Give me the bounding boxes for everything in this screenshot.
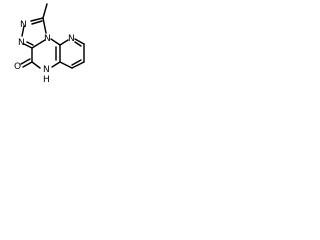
atom-label-n-triazole-mid-left: N [18, 38, 25, 48]
bond-n-pyridine-c [74, 38, 85, 45]
bond-triazole-n1-c9a [23, 43, 33, 49]
bond-triazole-n9-c3 [42, 17, 47, 34]
atom-label-n-triazole-top-left: N [20, 20, 27, 30]
atom-label-h-lactam: H [43, 75, 50, 85]
bond-c9b-n-pyridine [59, 39, 69, 46]
bond-pyridine-c2-c5a [59, 61, 73, 69]
bond-triazole-c3-n2-double [31, 20, 43, 25]
bond-carbonyl-1 [22, 61, 33, 68]
molecule-diagram: N N N N O N H [0, 0, 94, 94]
bond-methyl [42, 3, 48, 19]
bond-triazole-n2-n1 [21, 25, 25, 37]
bond-triazole-c3-n2 [30, 17, 44, 22]
bond-pyridine-c1-c2 [71, 61, 85, 69]
atom-label-o-carbonyl: O [14, 62, 21, 72]
chemical-structure-drawing: N N N N O N H [14, 3, 85, 85]
bond-n9-c9b [50, 38, 61, 46]
bond-c5a-n5 [51, 61, 61, 68]
bond-n-pyridine-c-double [74, 41, 82, 47]
atom-label-n-bridgehead: N [44, 34, 51, 44]
bond-triazole-n1-c9a-double [26, 41, 34, 46]
bond-triazole-c9a-n9 [31, 39, 46, 49]
atom-label-n-pyridine: N [68, 34, 75, 44]
atom-label-nh-lactam: N [43, 65, 50, 75]
bond-pyridine-c1-c2-double [71, 59, 82, 66]
bond-carbonyl-2 [20, 58, 31, 65]
bond-n5-c4 [31, 61, 41, 69]
